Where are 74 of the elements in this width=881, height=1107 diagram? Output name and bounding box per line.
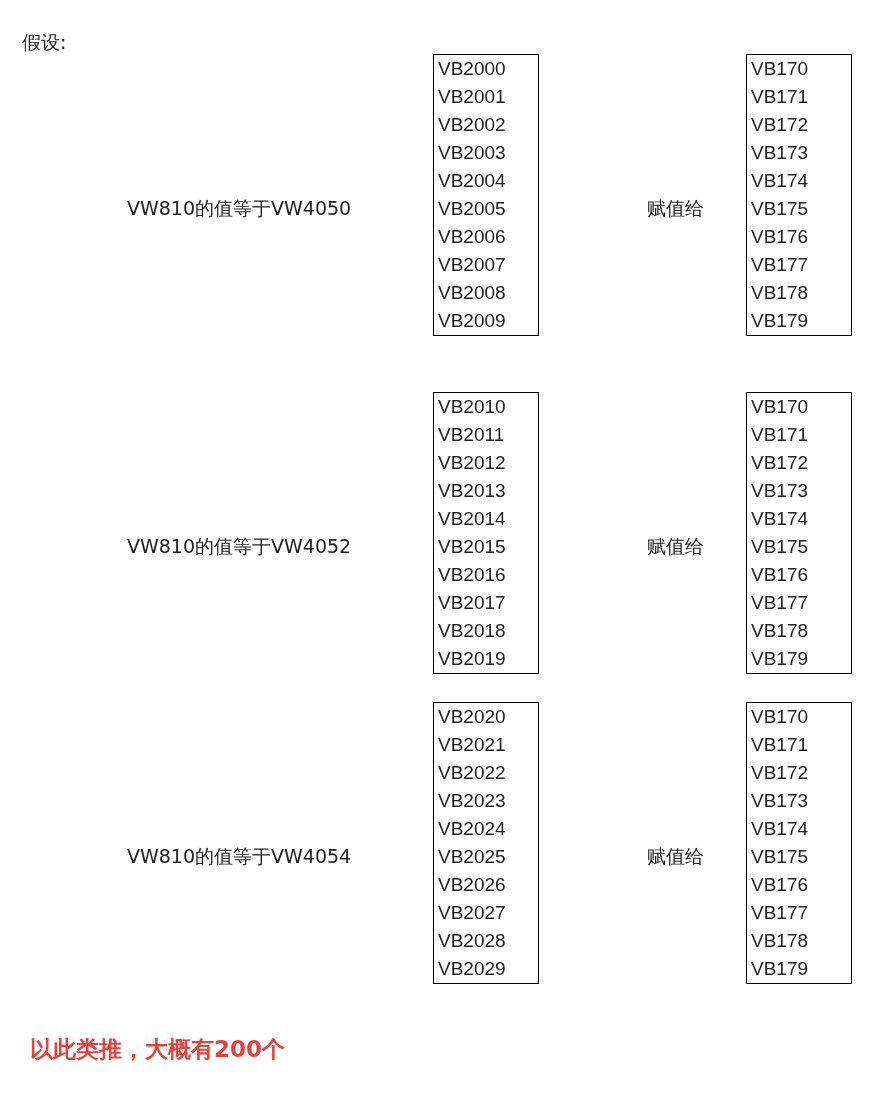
register-label: VB178 [751, 929, 810, 953]
register-label: VB2029 [438, 957, 507, 981]
register-label: VB176 [751, 873, 810, 897]
register-label: VB2024 [438, 817, 507, 841]
register-label: VB175 [751, 845, 810, 869]
register-label: VB2020 [438, 705, 507, 729]
assign-text: 赋值给 [647, 534, 704, 559]
register-label: VB178 [751, 281, 810, 305]
register-label: VB178 [751, 619, 810, 643]
register-label: VB2021 [438, 733, 507, 757]
register-label: VB179 [751, 309, 810, 333]
register-label: VB2025 [438, 845, 507, 869]
register-list-box [433, 392, 539, 674]
register-list-box [433, 54, 539, 336]
register-label: VB172 [751, 451, 810, 475]
register-label: VB176 [751, 225, 810, 249]
condition-text: VW810的值等于VW4054 [127, 844, 352, 869]
register-label: VB2016 [438, 563, 507, 587]
register-label: VB2013 [438, 479, 507, 503]
register-label: VB2022 [438, 761, 507, 785]
register-list-box [746, 54, 852, 336]
register-label: VB2012 [438, 451, 507, 475]
register-label: VB170 [751, 395, 810, 419]
register-label: VB175 [751, 197, 810, 221]
register-label: VB2015 [438, 535, 507, 559]
register-label: VB172 [751, 113, 810, 137]
register-label: VB176 [751, 563, 810, 587]
register-label: VB2000 [438, 57, 507, 81]
register-label: VB170 [751, 705, 810, 729]
register-label: VB171 [751, 733, 810, 757]
register-label: VB2010 [438, 395, 507, 419]
register-list-box [746, 702, 852, 984]
register-label: VB179 [751, 957, 810, 981]
register-list-box [746, 392, 852, 674]
register-label: VB177 [751, 253, 810, 277]
register-label: VB2019 [438, 647, 507, 671]
register-label: VB179 [751, 647, 810, 671]
register-label: VB2008 [438, 281, 507, 305]
register-label: VB173 [751, 789, 810, 813]
assign-text: 赋值给 [647, 844, 704, 869]
register-label: VB171 [751, 423, 810, 447]
register-label: VB2027 [438, 901, 507, 925]
condition-text: VW810的值等于VW4050 [127, 196, 352, 221]
register-label: VB174 [751, 169, 810, 193]
register-label: VB173 [751, 141, 810, 165]
register-label: VB2028 [438, 929, 507, 953]
register-label: VB2003 [438, 141, 507, 165]
register-label: VB2001 [438, 85, 507, 109]
register-label: VB2026 [438, 873, 507, 897]
register-label: VB177 [751, 901, 810, 925]
register-label: VB2017 [438, 591, 507, 615]
register-label: VB2023 [438, 789, 507, 813]
register-label: VB2014 [438, 507, 507, 531]
register-label: VB170 [751, 57, 810, 81]
register-list-box [433, 702, 539, 984]
register-label: VB175 [751, 535, 810, 559]
register-label: VB172 [751, 761, 810, 785]
register-label: VB174 [751, 817, 810, 841]
register-label: VB2004 [438, 169, 507, 193]
register-label: VB171 [751, 85, 810, 109]
register-label: VB2005 [438, 197, 507, 221]
register-label: VB173 [751, 479, 810, 503]
register-label: VB174 [751, 507, 810, 531]
heading-text: 假设: [22, 30, 67, 55]
note-text: 以此类推，大概有200个 [30, 1035, 285, 1064]
register-label: VB2011 [438, 423, 506, 447]
register-label: VB2002 [438, 113, 507, 137]
register-label: VB2009 [438, 309, 507, 333]
register-label: VB177 [751, 591, 810, 615]
condition-text: VW810的值等于VW4052 [127, 534, 352, 559]
register-label: VB2018 [438, 619, 507, 643]
assign-text: 赋值给 [647, 196, 704, 221]
register-label: VB2006 [438, 225, 507, 249]
register-label: VB2007 [438, 253, 507, 277]
